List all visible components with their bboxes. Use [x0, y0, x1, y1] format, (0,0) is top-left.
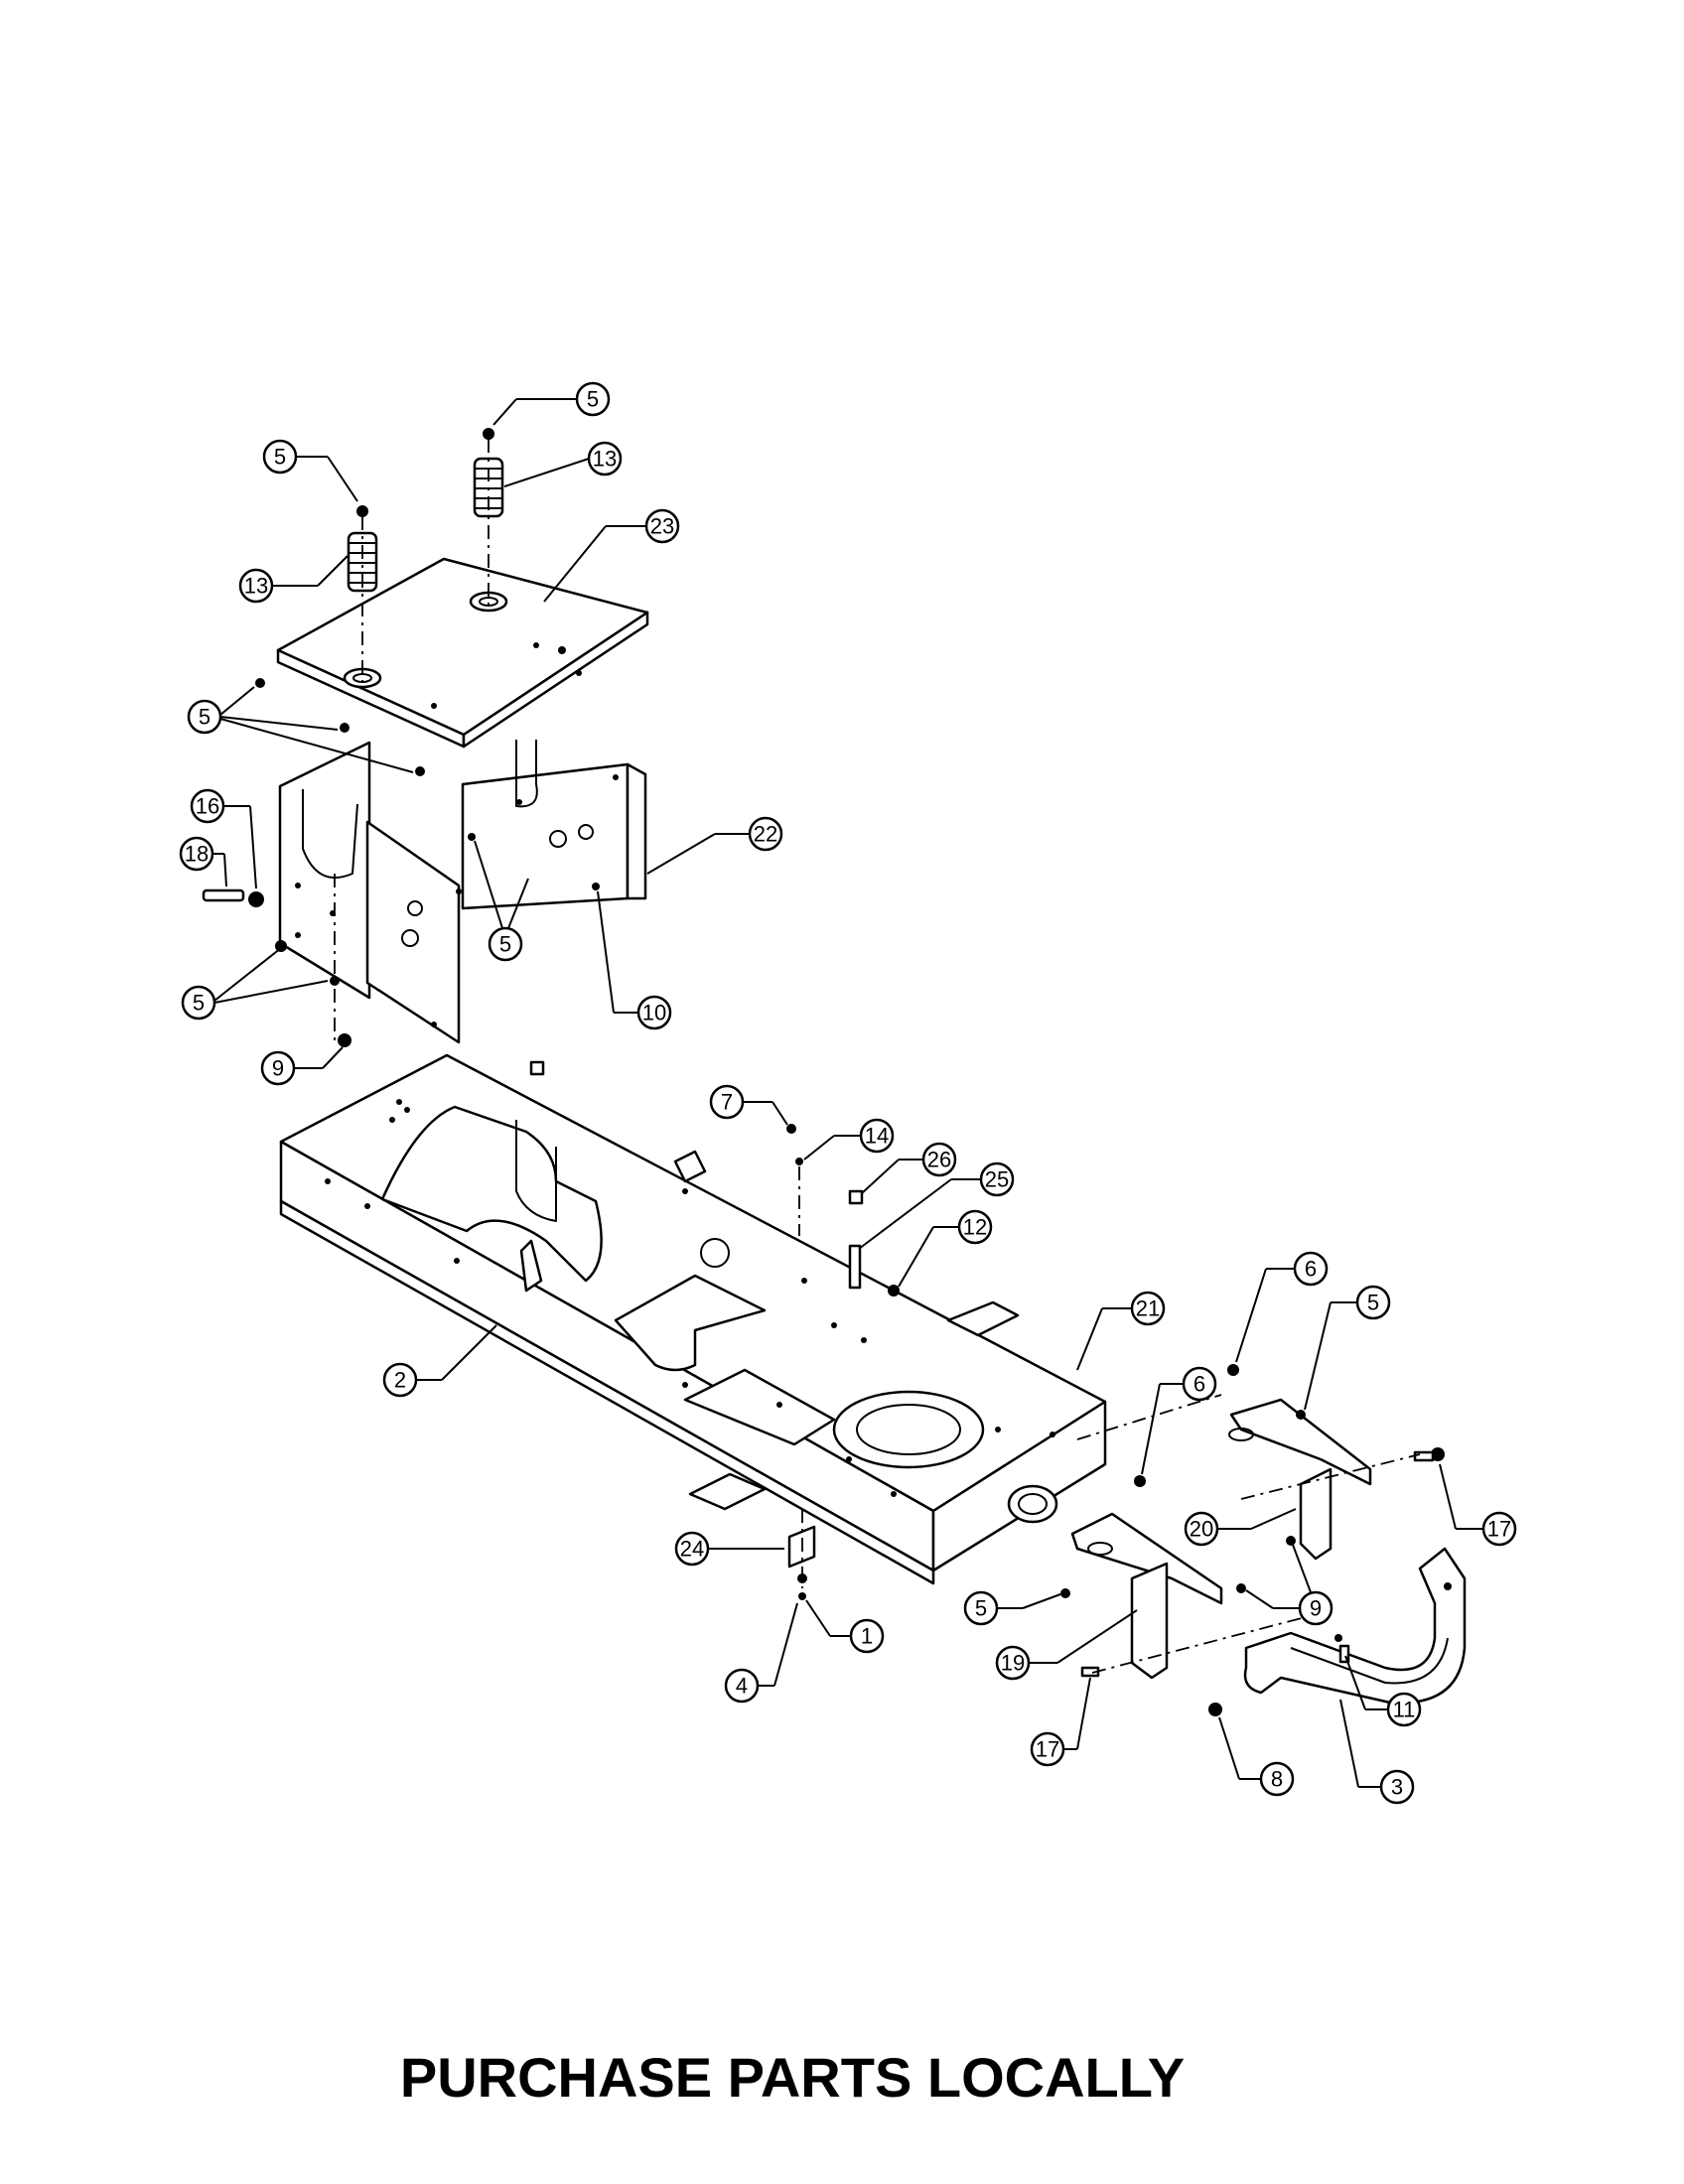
main-frame-part-2 [279, 1053, 1107, 1585]
callout-label: 11 [1393, 1698, 1416, 1722]
callout-label: 5 [274, 445, 286, 470]
callout-25: 25 [858, 1161, 1015, 1250]
callout-label: 2 [394, 1368, 406, 1393]
callout-label: 13 [244, 574, 268, 599]
callout-label: 5 [975, 1596, 987, 1621]
callout-3: 3 [1339, 1699, 1415, 1805]
callout-11: 11 [1344, 1655, 1422, 1727]
callout-23-seat-pan: 23 [543, 508, 680, 603]
callout-5-lower-center: 5 [963, 1590, 1061, 1626]
callout-20: 20 [1184, 1508, 1297, 1547]
callout-label: 1 [861, 1624, 873, 1649]
callout-label: 10 [642, 1001, 666, 1025]
callout-5-seat-spring-top: 5 [492, 381, 611, 426]
callout-17-right: 17 [1439, 1463, 1517, 1547]
callout-label: 21 [1136, 1297, 1160, 1321]
callout-5-panel-center: 5 [474, 840, 529, 962]
seat-pan-part-23 [276, 557, 649, 749]
callout-2: 2 [382, 1324, 497, 1398]
callout-5-left-spring-top: 5 [262, 439, 358, 502]
callout-26: 26 [861, 1142, 957, 1194]
callout-21: 21 [1076, 1291, 1166, 1371]
callout-label: 4 [736, 1674, 748, 1699]
callout-13-right-spring: 13 [503, 441, 623, 487]
axle-brackets-parts-19-20 [1060, 1364, 1445, 1716]
callout-label: 14 [865, 1124, 889, 1149]
callout-7: 7 [709, 1084, 788, 1126]
callout-5-bracket-bolts: 5 [187, 686, 414, 773]
callout-label: 12 [963, 1215, 987, 1240]
callout-22: 22 [646, 816, 783, 875]
callout-label: 18 [185, 842, 209, 867]
callout-9-right: 9 [1245, 1589, 1333, 1626]
callout-label: 25 [985, 1167, 1009, 1192]
callout-24: 24 [674, 1531, 784, 1567]
callout-label: 16 [196, 794, 219, 819]
callout-label: 5 [587, 387, 599, 412]
callout-label: 7 [721, 1090, 733, 1115]
callout-label: 6 [1305, 1257, 1317, 1282]
callout-label: 17 [1036, 1737, 1059, 1762]
frame-fasteners [786, 1124, 900, 1600]
callout-label: 6 [1193, 1372, 1205, 1397]
callout-label: 5 [499, 932, 511, 957]
callout-5-right: 5 [1304, 1285, 1391, 1411]
callout-label: 20 [1190, 1517, 1213, 1542]
callout-label: 24 [680, 1537, 704, 1562]
callout-label: 13 [593, 447, 617, 472]
seat-bracket-part-22 [278, 740, 647, 1044]
callout-label: 23 [650, 514, 674, 539]
front-bumper-part-3 [1243, 1547, 1467, 1705]
callout-9-right-bracket [1292, 1544, 1312, 1593]
callout-8: 8 [1218, 1716, 1295, 1797]
callout-label: 8 [1271, 1767, 1283, 1792]
callout-1: 1 [805, 1599, 885, 1654]
callout-12: 12 [898, 1209, 993, 1288]
callout-9-left: 9 [260, 1046, 344, 1086]
callout-13-left-spring: 13 [238, 555, 349, 604]
callout-18: 18 [179, 836, 227, 887]
callout-17-bottom: 17 [1030, 1677, 1091, 1767]
callout-5-lower-left: 5 [181, 947, 329, 1021]
callout-16: 16 [190, 788, 257, 889]
fasteners-upper [202, 428, 600, 1047]
callout-label: 17 [1487, 1517, 1511, 1542]
callout-label: 5 [193, 991, 205, 1016]
callout-14: 14 [803, 1118, 895, 1160]
callout-6-upper: 6 [1235, 1251, 1329, 1363]
callout-10: 10 [597, 890, 672, 1030]
callout-label: 19 [1001, 1651, 1025, 1676]
callout-4: 4 [724, 1602, 798, 1704]
callout-6-lower: 6 [1141, 1366, 1217, 1475]
callout-label: 9 [1310, 1596, 1322, 1621]
callout-label: 5 [1367, 1291, 1379, 1315]
callout-label: 9 [272, 1056, 284, 1081]
purchase-parts-locally-label: PURCHASE PARTS LOCALLY [399, 2046, 1186, 2109]
callout-label: 5 [199, 705, 210, 730]
callout-label: 26 [927, 1148, 951, 1172]
callout-19: 19 [995, 1609, 1138, 1681]
callout-label: 22 [754, 822, 777, 847]
callout-label: 3 [1391, 1775, 1403, 1800]
